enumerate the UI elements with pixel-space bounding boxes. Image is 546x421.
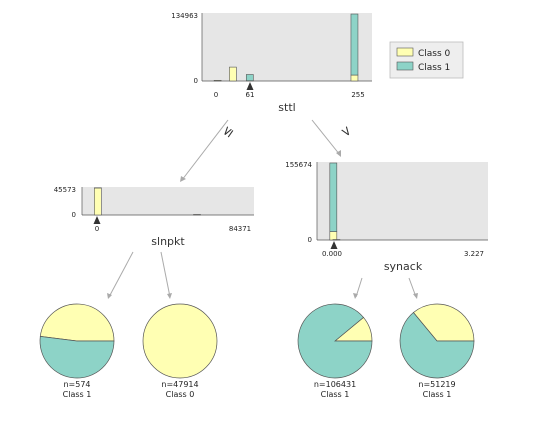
edge-arrowheads [107,150,418,299]
right-histogram-bars [329,162,341,241]
arrowhead-root-left [180,176,186,182]
leaf-3-count: n=106431 [314,380,356,389]
arrowhead-right-leaf3 [353,293,358,299]
arrowhead-left-leaf2 [167,293,172,299]
leaf-2-pie [142,303,218,379]
left-histogram-panel [82,187,254,215]
leaf-4: n=51219 Class 1 [399,303,475,399]
arrowhead-right-leaf4 [413,293,418,299]
right-x-tick-max: 3.227 [464,250,484,258]
legend-swatch-class0 [396,47,414,57]
leaf-1-class: Class 1 [63,390,92,399]
right-bar-0-class0 [329,231,338,241]
root-feature-label: sttl [278,101,295,114]
root-bar-3-class1 [350,13,359,76]
leaf-4-slice-class1 [399,311,475,379]
legend-label-class1: Class 1 [418,63,450,73]
left-node: 45573 0 0 84371 slnpkt [54,186,254,248]
left-y-tick-zero: 0 [72,211,76,219]
leaf-1-pie [39,303,115,379]
leaf-3-pie [297,303,373,379]
left-feature-label: slnpkt [151,235,185,248]
root-y-tick-zero: 0 [194,77,198,85]
leaf-2: n=47914 Class 0 [142,303,218,399]
right-bar-0-class1 [329,162,338,232]
right-split-marker [330,241,338,249]
edge-root-left [181,119,229,181]
left-x-tick-min: 0 [95,225,99,233]
edge-left-leaf2 [160,251,171,298]
root-x-tick-max: 255 [351,91,364,99]
leaf-4-class: Class 1 [423,390,452,399]
left-split-marker [93,216,101,224]
root-x-tick-split: 61 [246,91,255,99]
left-bar-1-class0 [193,214,201,216]
edge-root-right [311,119,341,156]
root-bar-0-class0 [213,80,222,82]
left-bar-0-class0 [94,187,102,216]
legend-label-class0: Class 0 [418,49,451,59]
leaf-4-slice-class0 [412,303,475,342]
root-histogram-panel [202,13,372,81]
leaf-1: n=574 Class 1 [39,303,115,399]
leaf-4-count: n=51219 [418,380,455,389]
arrowhead-left-leaf1 [107,293,112,299]
left-x-tick-max: 84371 [229,225,251,233]
root-bar-1-class0 [229,66,237,82]
arrowhead-root-right [336,150,341,157]
edge-label-right: > [337,123,356,141]
leaf-1-count: n=574 [63,380,90,389]
root-y-tick-max: 134963 [171,12,198,20]
edge-label-left: ≤ [219,123,238,141]
leaf-1-slice-class1 [39,335,115,379]
left-histogram-bars [94,187,201,216]
leaf-2-class: Class 0 [166,390,195,399]
leaf-4-pie [399,303,475,379]
root-histogram-bars [213,13,359,82]
leaf-2-slice-class0 [142,303,218,379]
edge-left-leaf1 [108,251,134,298]
leaf-1-slice-class0 [39,303,115,342]
legend-swatch-class1 [396,61,414,71]
leaf-3-slice-class1 [297,303,373,379]
root-bar-2-class1 [245,74,254,82]
right-x-tick-min: 0.000 [322,250,342,258]
root-x-tick-min: 0 [214,91,218,99]
right-histogram-panel [317,162,488,240]
leaf-3: n=106431 Class 1 [297,303,373,399]
right-y-tick-max: 155674 [285,161,312,169]
left-y-tick-max: 45573 [54,186,76,194]
right-node: 155674 0 0.000 3.227 synack [285,161,488,273]
legend: Class 0 Class 1 [389,41,464,79]
root-bar-3-class0 [350,74,359,82]
leaf-3-class: Class 1 [321,390,350,399]
tree-edges [108,119,417,298]
root-node: 134963 0 0 61 255 sttl [171,12,372,114]
leaf-2-count: n=47914 [161,380,198,389]
right-feature-label: synack [384,260,423,273]
root-split-marker [246,82,254,90]
right-y-tick-zero: 0 [308,236,312,244]
